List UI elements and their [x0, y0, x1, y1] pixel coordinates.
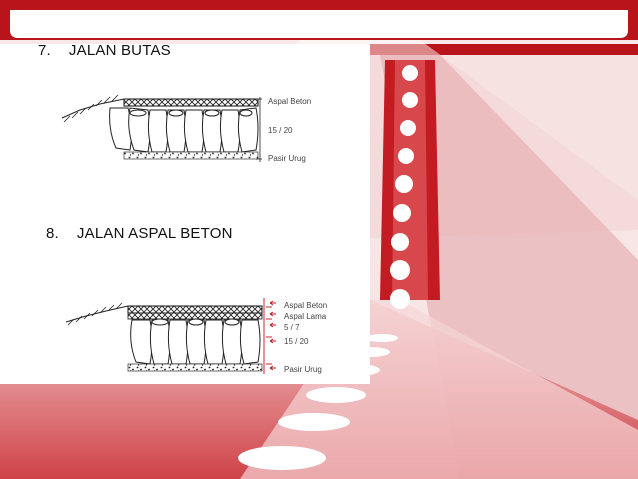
floor-lights	[238, 334, 398, 470]
section-8-heading: 8. JALAN ASPAL BETON	[46, 225, 233, 242]
section-8-number: 8.	[46, 225, 59, 242]
label-thickness-8: 15 / 20	[284, 337, 309, 346]
label-thickness-small-8: 5 / 7	[284, 323, 300, 332]
label-aspal-beton-8: Aspal Beton	[284, 301, 327, 310]
section-7-title: JALAN BUTAS	[68, 42, 171, 59]
section-7-number: 7.	[38, 42, 51, 59]
section-8-title: JALAN ASPAL BETON	[76, 225, 233, 242]
label-thickness-7: 15 / 20	[268, 126, 293, 135]
label-pasir-urug-7: Pasir Urug	[268, 154, 306, 163]
section-7-heading: 7. JALAN BUTAS	[38, 42, 171, 59]
pillar-lights	[390, 65, 418, 309]
label-aspal-beton-7: Aspal Beton	[268, 97, 311, 106]
label-pasir-urug-8: Pasir Urug	[284, 365, 322, 374]
label-aspal-lama-8: Aspal Lama	[284, 312, 327, 321]
diagram-jalan-aspal-beton	[65, 298, 276, 374]
diagram-jalan-butas	[61, 94, 262, 162]
